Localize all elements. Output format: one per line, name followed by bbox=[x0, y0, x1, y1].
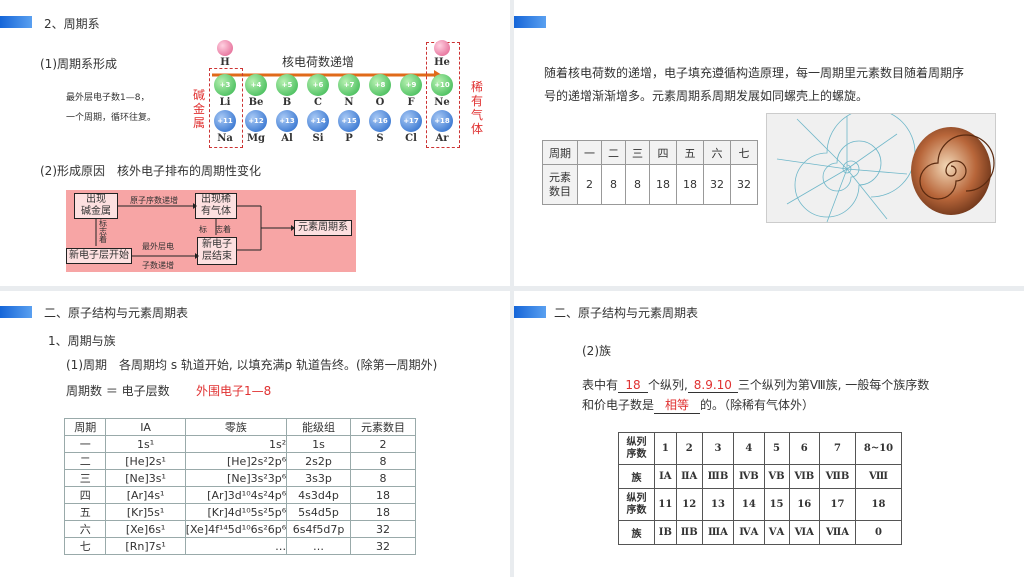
symbol-Na: Na bbox=[217, 133, 233, 144]
slide-title: 二、原子结构与元素周期表 bbox=[44, 306, 189, 320]
answer-blank-3: 相等 bbox=[654, 396, 701, 414]
symbol-Ar: Ar bbox=[435, 133, 449, 144]
period-3-atom-icon: +16 bbox=[369, 110, 391, 132]
period-3-atom-icon: +12 bbox=[245, 110, 267, 132]
formation-heading: (1)周期系形成 bbox=[40, 57, 117, 71]
flow-label-marks: 标志着 bbox=[99, 219, 107, 244]
period-2-atom-icon: +10 bbox=[431, 74, 453, 96]
flow-box-new-shell: 新电子层开始 bbox=[66, 248, 132, 264]
slide-title: 2、周期系 bbox=[44, 17, 100, 31]
period-2-atom-icon: +8 bbox=[369, 74, 391, 96]
symbol-B: B bbox=[282, 97, 292, 108]
period-2-atom-icon: +9 bbox=[400, 74, 422, 96]
symbol-Be: Be bbox=[248, 97, 264, 108]
note-line-1: 最外层电子数1—8， bbox=[66, 93, 150, 103]
symbol-Al: Al bbox=[281, 133, 293, 144]
flow-box-alkali: 出现碱金属 bbox=[74, 193, 118, 219]
period-3-atom-icon: +11 bbox=[214, 110, 236, 132]
note-line-2: 一个周期，循环往复。 bbox=[66, 113, 157, 123]
period-2-atom-icon: +3 bbox=[214, 74, 236, 96]
flow-label-atomic-number: 原子序数递增 bbox=[130, 196, 178, 205]
symbol-Li: Li bbox=[219, 97, 231, 108]
alkali-label: 碱 金 属 bbox=[193, 88, 206, 130]
noble-gas-label: 稀 有 气 体 bbox=[471, 80, 484, 136]
period-2-atom-icon: +5 bbox=[276, 74, 298, 96]
period-3-atom-icon: +18 bbox=[431, 110, 453, 132]
answer-blank-2: 8.9.10 bbox=[687, 378, 738, 393]
slide-spiral[interactable]: 随着核电荷数的递增，电子填充遵循构造原理，每一周期里元素数目随着周期序 号的递增… bbox=[514, 0, 1024, 286]
period-header: 周期 bbox=[542, 140, 578, 165]
symbol-H: H bbox=[220, 57, 230, 68]
table-row: 七[Rn]7s¹……32 bbox=[63, 537, 417, 555]
symbol-F: F bbox=[407, 97, 415, 108]
title-accent-bar bbox=[0, 306, 32, 318]
symbol-S: S bbox=[376, 133, 384, 144]
period-2-atom-icon: +7 bbox=[338, 74, 360, 96]
symbol-Cl: Cl bbox=[405, 133, 417, 144]
period-equation: 周期数 ＝ 电子层数 bbox=[66, 384, 170, 398]
group-description-line-2: 和价电子数是相等的。（除稀有气体外） bbox=[582, 396, 815, 414]
flow-label-outer-1: 最外层电 bbox=[142, 242, 174, 251]
period-2-atom-icon: +4 bbox=[245, 74, 267, 96]
period-3-atom-icon: +14 bbox=[307, 110, 329, 132]
symbol-N: N bbox=[344, 97, 354, 108]
slide-periodic-system[interactable]: 2、周期系 (1)周期系形成 最外层电子数1—8， 一个周期，循环往复。 核电荷… bbox=[0, 0, 510, 286]
title-accent-bar bbox=[0, 16, 32, 28]
symbol-Ne: Ne bbox=[434, 97, 450, 108]
slide-title: 二、原子结构与元素周期表 bbox=[554, 306, 699, 320]
flow-box-noble: 出现稀有气体 bbox=[195, 193, 237, 219]
section-heading: 1、周期与族 bbox=[48, 334, 116, 348]
period-count-table: 周期 一 二 三 四 五 六 七 元素数目 2 8 8 18 18 32 32 bbox=[542, 140, 758, 205]
flow-box-shell-end: 新电子层结束 bbox=[197, 237, 237, 265]
period-3-atom-icon: +13 bbox=[276, 110, 298, 132]
flow-label-marks-2: 标 志着 bbox=[199, 225, 231, 234]
arrow-label: 核电荷数递增 bbox=[282, 55, 355, 69]
hydrogen-atom-icon bbox=[217, 40, 233, 56]
symbol-Si: Si bbox=[312, 133, 324, 144]
symbol-Mg: Mg bbox=[246, 133, 266, 144]
count-header: 元素数目 bbox=[542, 164, 578, 205]
symbol-He: He bbox=[434, 57, 450, 68]
flow-diagram: 出现碱金属 出现稀有气体 新电子层开始 新电子层结束 元素周期系 原子序数递增 … bbox=[66, 190, 356, 272]
group-heading: (2)族 bbox=[582, 344, 611, 358]
title-accent-bar bbox=[514, 16, 546, 28]
helium-atom-icon bbox=[434, 40, 450, 56]
symbol-O: O bbox=[375, 97, 385, 108]
slide-period-and-group[interactable]: 二、原子结构与元素周期表 1、周期与族 (1)周期 各周期均 s 轨道开始, 以… bbox=[0, 291, 510, 577]
symbol-P: P bbox=[345, 133, 353, 144]
period-3-atom-icon: +15 bbox=[338, 110, 360, 132]
outer-electrons-note: 外围电子1—8 bbox=[196, 384, 272, 398]
spiral-shell-image bbox=[766, 108, 996, 223]
period-2-atom-icon: +6 bbox=[307, 74, 329, 96]
reason-heading: (2)形成原因 核外电子排布的周期性变化 bbox=[40, 164, 261, 178]
symbol-C: C bbox=[314, 97, 322, 108]
alkali-highlight bbox=[209, 68, 243, 148]
period-description: (1)周期 各周期均 s 轨道开始, 以填充满p 轨道告终。(除第一周期外) bbox=[66, 358, 438, 372]
title-accent-bar bbox=[514, 306, 546, 318]
para-line-2: 号的递增渐渐增多。元素周期系周期发展如同螺壳上的螺旋。 bbox=[544, 89, 869, 103]
flow-arrows-icon bbox=[95, 203, 295, 259]
para-line-1: 随着核电荷数的递增，电子填充遵循构造原理，每一周期里元素数目随着周期序 bbox=[544, 66, 965, 80]
period-3-atom-icon: +17 bbox=[400, 110, 422, 132]
flow-label-outer-2: 子数递增 bbox=[142, 261, 174, 270]
spiral-icon bbox=[776, 108, 995, 223]
answer-blank-1: 18 bbox=[618, 378, 649, 393]
